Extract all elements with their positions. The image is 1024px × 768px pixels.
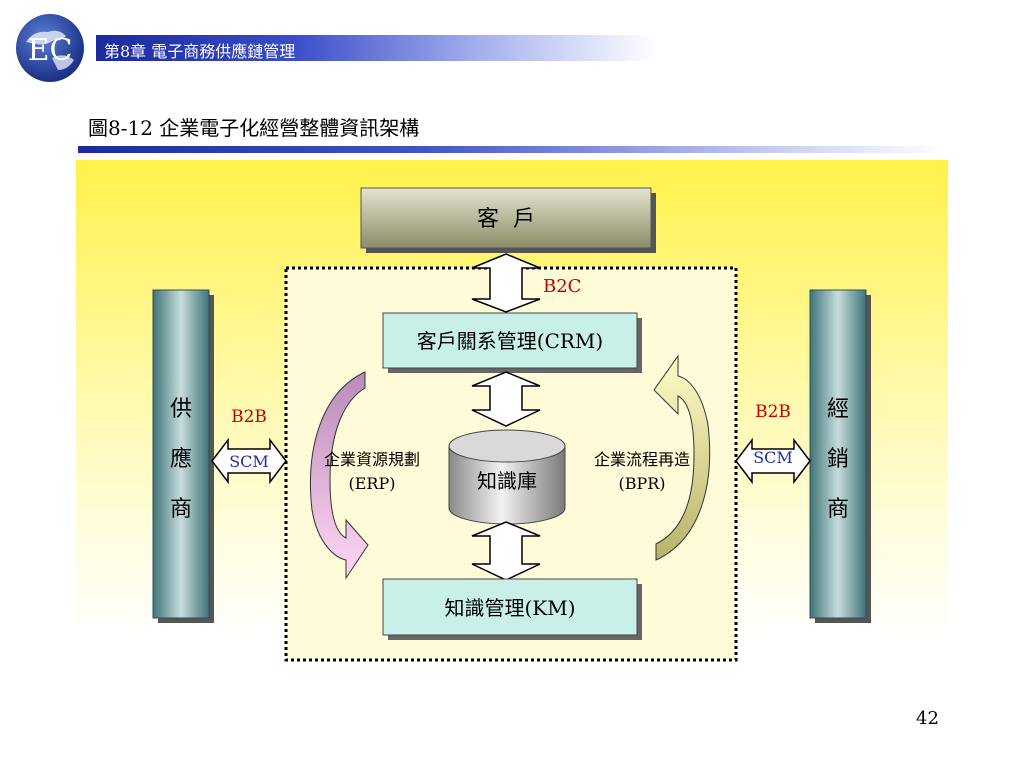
supplier-char-2: 應 [170,446,192,472]
supplier-char-1: 供 [170,397,192,422]
header-bar [96,35,656,61]
distributor-char-1: 經 [827,397,849,422]
knowledge-base-label: 知識庫 [477,469,537,493]
supplier-char-3: 商 [170,497,192,522]
distributor-char-2: 銷 [827,447,849,472]
km-label: 知識管理(KM) [444,596,575,620]
b2c-double-arrow [471,253,541,313]
crm-box [382,312,638,369]
scm-left-double-arrow [211,437,287,485]
logo-text: EC [28,33,73,68]
erp-cycle-arrow [309,371,369,580]
figure-title: 圖8-12 企業電子化經營整體資訊架構 [88,116,420,140]
scm-right-label: SCM [753,448,793,467]
bpr-label-line1: 企業流程再造 [594,450,690,469]
b2c-label: B2C [543,276,581,297]
km-box [382,578,638,636]
chapter-title: 第8章 電子商務供應鏈管理 [104,42,296,61]
distributor-char-3: 商 [827,497,849,522]
page-number: 42 [916,708,939,729]
customer-label: 客 戶 [477,207,535,232]
erp-label-line2: (ERP) [349,474,396,493]
bpr-label-line2: (BPR) [618,474,665,493]
customer-box [360,187,652,249]
b2b-left-label: B2B [231,407,267,427]
b2b-right-label: B2B [755,402,791,422]
erp-label-line1: 企業資源規劃 [324,450,420,469]
bpr-cycle-arrow [653,354,711,561]
distributor-box [809,289,867,619]
crm-label: 客戶關系管理(CRM) [417,329,603,353]
title-rule [78,146,946,153]
scm-left-label: SCM [229,452,269,471]
knowledge-base-top [448,429,566,463]
ec-logo: EC [16,14,84,82]
crm-kb-double-arrow [471,371,541,427]
supplier-box [152,289,210,619]
scm-right-double-arrow [735,437,811,485]
